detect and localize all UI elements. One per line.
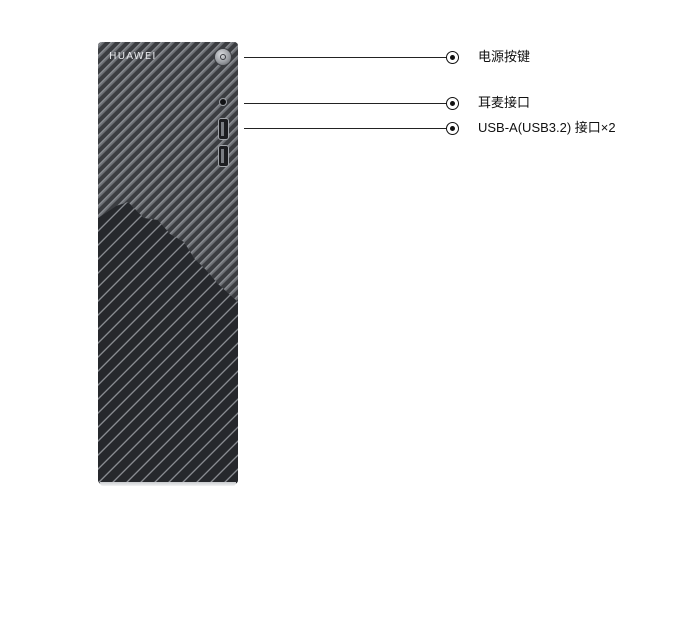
brand-logo: HUAWEI	[109, 51, 157, 62]
audio-callout-marker-icon	[446, 97, 459, 110]
stripe	[98, 42, 201, 302]
stripe-highlight	[98, 202, 238, 484]
stripe	[98, 42, 238, 302]
stripe-highlight	[98, 42, 238, 302]
desktop-tower: HUAWEI	[98, 42, 238, 484]
stripe	[98, 202, 238, 484]
stripe-highlight	[98, 202, 238, 484]
stripe	[98, 42, 221, 302]
stripe	[98, 42, 238, 302]
stripe	[98, 202, 238, 484]
stripe-highlight	[98, 42, 193, 302]
stripe	[98, 42, 181, 302]
stripe	[98, 202, 238, 484]
stripe	[98, 202, 238, 484]
stripe-highlight	[98, 202, 238, 484]
stripe-highlight	[149, 202, 238, 484]
power-callout-label: 电源按键	[478, 49, 531, 64]
usb-callout-marker-icon	[446, 122, 459, 135]
stripe	[98, 42, 211, 302]
usb-callout-label: USB-A(USB3.2) 接口×2	[478, 120, 616, 135]
stripe	[98, 42, 231, 302]
power-callout-marker-icon	[446, 51, 459, 64]
stripe	[98, 42, 238, 302]
stripe-highlight	[98, 202, 238, 484]
stripe-highlight	[98, 42, 238, 302]
stripe-highlight	[98, 202, 238, 484]
stripe-highlight	[98, 42, 238, 302]
usb-callout-line	[244, 128, 447, 129]
stripe-highlight	[98, 42, 238, 302]
headset-jack	[220, 99, 226, 105]
stripe-highlight	[98, 42, 238, 302]
stripe	[98, 202, 238, 484]
stripe-highlight	[121, 202, 238, 484]
power-callout-line	[244, 57, 447, 58]
stripe-highlight	[98, 42, 233, 302]
stripe	[98, 42, 238, 302]
stripe-highlight	[98, 42, 238, 302]
stripe	[98, 42, 238, 302]
stripe-highlight	[98, 42, 223, 302]
stripe-highlight	[98, 202, 238, 484]
stripe-highlight	[98, 202, 238, 484]
usb-port-1	[219, 119, 228, 139]
stripe-highlight	[98, 42, 203, 302]
stripe-highlight	[98, 42, 238, 302]
tower-base	[100, 482, 236, 486]
stripe	[98, 202, 238, 484]
stripe-highlight	[98, 202, 238, 484]
stripe-highlight	[98, 42, 238, 302]
stripe-highlight	[98, 202, 238, 484]
stripe	[98, 42, 238, 302]
stripe-highlight	[98, 42, 183, 302]
stripe	[98, 202, 238, 484]
stripe	[109, 202, 238, 484]
stripe	[98, 202, 238, 484]
stripe-highlight	[98, 42, 238, 302]
stripe-highlight	[98, 202, 238, 484]
audio-callout-label: 耳麦接口	[478, 95, 531, 110]
stripe-highlight	[98, 42, 238, 302]
stripe	[98, 202, 238, 484]
stripe-highlight	[98, 202, 238, 484]
stripe	[98, 202, 238, 484]
stripe	[98, 42, 238, 302]
stripe	[98, 202, 238, 484]
stripe	[98, 42, 238, 302]
stripe	[123, 202, 238, 484]
stripe	[98, 202, 238, 484]
stripe	[98, 202, 238, 484]
stripe-highlight	[107, 202, 238, 484]
stripe-highlight	[98, 202, 238, 484]
usb-port-2	[219, 146, 228, 166]
stripe	[98, 202, 238, 484]
stripe	[98, 42, 238, 302]
front-panel-stripes	[98, 42, 238, 484]
stripe	[151, 202, 238, 484]
stripe-highlight	[98, 42, 238, 302]
stripe-highlight	[135, 202, 238, 484]
power-button[interactable]	[215, 49, 231, 65]
stripe-highlight	[98, 202, 238, 484]
audio-callout-line	[244, 103, 447, 104]
stripe	[98, 42, 238, 302]
stripe-highlight	[98, 42, 213, 302]
stripe	[98, 42, 191, 302]
stripe	[137, 202, 238, 484]
stripe-highlight	[98, 202, 238, 484]
